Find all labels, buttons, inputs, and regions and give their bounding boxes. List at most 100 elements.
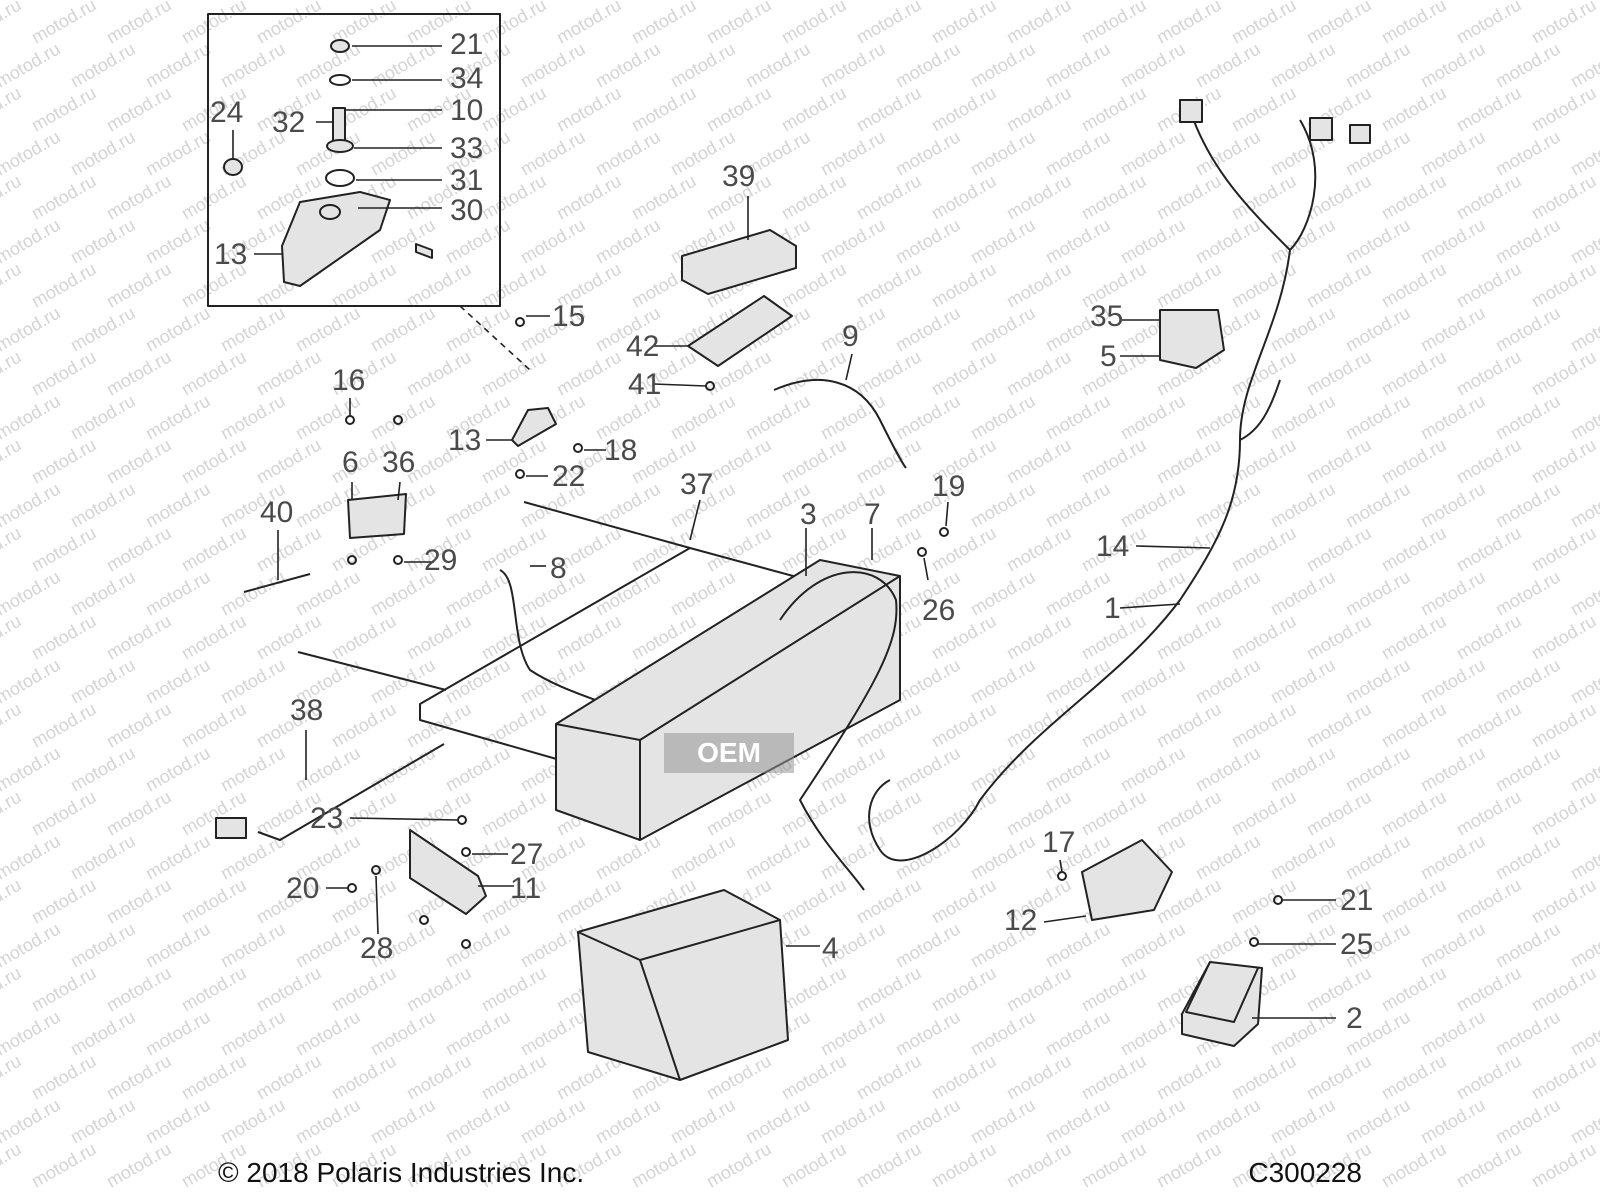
callout-10: 10 — [450, 94, 483, 127]
watermark-text: motod.ru — [67, 1007, 139, 1060]
watermark-text: motod.ru — [928, 1051, 1000, 1104]
watermark-text: motod.ru — [292, 1095, 364, 1148]
watermark-text: motod.ru — [1042, 479, 1114, 532]
watermark-text: motod.ru — [1267, 215, 1339, 268]
watermark-text: motod.ru — [217, 1007, 289, 1060]
watermark-text: motod.ru — [1417, 39, 1489, 92]
watermark-text: motod.ru — [28, 523, 100, 576]
watermark-text: motod.ru — [967, 479, 1039, 532]
watermark-text: motod.ru — [367, 1007, 439, 1060]
watermark-text: motod.ru — [403, 611, 475, 664]
watermark-text: motod.ru — [478, 523, 550, 576]
watermark-text: motod.ru — [1078, 0, 1150, 47]
bracket-12-shape — [1081, 839, 1173, 921]
washer-35-shape — [329, 74, 351, 86]
watermark-text: motod.ru — [28, 83, 100, 136]
watermark-text: motod.ru — [1228, 259, 1300, 312]
callout-17: 17 — [1042, 826, 1075, 859]
watermark-text: motod.ru — [1453, 611, 1525, 664]
watermark-text: motod.ru — [967, 391, 1039, 444]
callout-32: 31 — [450, 164, 483, 197]
callout-9: 9 — [842, 320, 859, 353]
watermark-text: motod.ru — [1003, 523, 1075, 576]
wire-harness-loop — [1239, 379, 1281, 441]
watermark-text: motod.ru — [928, 787, 1000, 840]
watermark-text: motod.ru — [1192, 391, 1264, 444]
watermark-text: motod.ru — [1378, 787, 1450, 840]
watermark-text: motod.ru — [0, 1095, 64, 1148]
watermark-text: motod.ru — [553, 875, 625, 928]
bushing-34-shape — [326, 139, 354, 153]
watermark-text: motod.ru — [853, 435, 925, 488]
watermark-text: motod.ru — [892, 831, 964, 884]
watermark-text: motod.ru — [478, 0, 550, 47]
watermark-text: motod.ru — [853, 347, 925, 400]
watermark-text: motod.ru — [217, 1095, 289, 1148]
callout-11: 11 — [510, 872, 541, 905]
watermark-text: motod.ru — [967, 743, 1039, 796]
watermark-text: motod.ru — [1078, 1051, 1150, 1104]
watermark-text: motod.ru — [628, 83, 700, 136]
watermark-text: motod.ru — [1003, 963, 1075, 1016]
watermark-text: motod.ru — [103, 875, 175, 928]
watermark-text: motod.ru — [667, 39, 739, 92]
watermark-text: motod.ru — [1417, 831, 1489, 884]
watermark-text: motod.ru — [1153, 1139, 1225, 1192]
watermark-text: motod.ru — [1228, 347, 1300, 400]
watermark-text: motod.ru — [103, 1051, 175, 1104]
watermark-text: motod.ru — [1492, 215, 1564, 268]
watermark-text: motod.ru — [0, 567, 64, 620]
watermark-text: motod.ru — [1117, 479, 1189, 532]
watermark-text: motod.ru — [778, 347, 850, 400]
watermark-text: motod.ru — [892, 39, 964, 92]
watermark-text: motod.ru — [142, 303, 214, 356]
watermark-text: motod.ru — [1492, 831, 1564, 884]
watermark-text: motod.ru — [367, 1095, 439, 1148]
watermark-text: motod.ru — [67, 479, 139, 532]
watermark-text: motod.ru — [67, 391, 139, 444]
watermark-text: motod.ru — [817, 127, 889, 180]
fastener-18 — [573, 443, 583, 453]
watermark-text: motod.ru — [1078, 435, 1150, 488]
watermark-text: motod.ru — [1003, 1051, 1075, 1104]
watermark-text: motod.ru — [517, 1095, 589, 1148]
watermark-text: motod.ru — [667, 831, 739, 884]
watermark-text: motod.ru — [928, 875, 1000, 928]
watermark-text: motod.ru — [928, 963, 1000, 1016]
watermark-text: motod.ru — [1453, 963, 1525, 1016]
watermark-text: motod.ru — [1417, 1095, 1489, 1148]
watermark-text: motod.ru — [817, 1095, 889, 1148]
watermark-text: motod.ru — [0, 655, 64, 708]
watermark-text: motod.ru — [667, 567, 739, 620]
watermark-text: motod.ru — [28, 347, 100, 400]
watermark-text: motod.ru — [142, 919, 214, 972]
watermark-text: motod.ru — [1117, 215, 1189, 268]
watermark-text: motod.ru — [1192, 567, 1264, 620]
stud-33-shape — [332, 107, 346, 143]
watermark-text: motod.ru — [0, 523, 25, 576]
watermark-text: motod.ru — [103, 259, 175, 312]
watermark-text: motod.ru — [178, 699, 250, 752]
watermark-text: motod.ru — [1378, 347, 1450, 400]
watermark-text: motod.ru — [778, 1139, 850, 1192]
watermark-text: motod.ru — [1378, 1051, 1450, 1104]
watermark-text: motod.ru — [1267, 567, 1339, 620]
watermark-text: motod.ru — [142, 391, 214, 444]
watermark-text: motod.ru — [1453, 523, 1525, 576]
watermark-text: motod.ru — [1453, 875, 1525, 928]
watermark-text: motod.ru — [103, 611, 175, 664]
watermark-text: motod.ru — [1303, 787, 1375, 840]
watermark-text: motod.ru — [853, 787, 925, 840]
watermark-text: motod.ru — [1378, 611, 1450, 664]
watermark-text: motod.ru — [1192, 479, 1264, 532]
watermark-text: motod.ru — [1192, 743, 1264, 796]
watermark-text: motod.ru — [703, 435, 775, 488]
watermark-text: motod.ru — [1078, 787, 1150, 840]
watermark-text: motod.ru — [1153, 523, 1225, 576]
watermark-text: motod.ru — [217, 391, 289, 444]
watermark-text: motod.ru — [1153, 0, 1225, 47]
watermark-text: motod.ru — [1528, 259, 1600, 312]
watermark-text: motod.ru — [103, 83, 175, 136]
watermark-text: motod.ru — [967, 39, 1039, 92]
watermark-text: motod.ru — [742, 391, 814, 444]
